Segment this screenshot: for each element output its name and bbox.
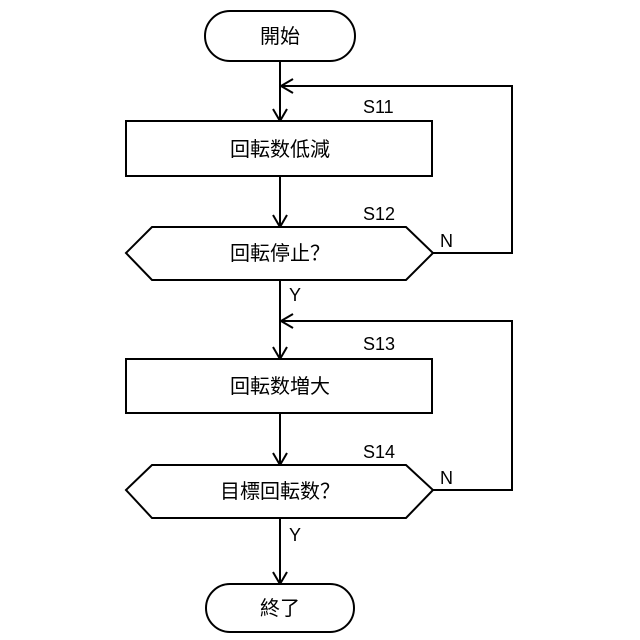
decision-s12-label: 回転停止？ (230, 241, 330, 265)
decision-s12-yes-label: Y (289, 285, 301, 305)
step-id-s11: S11 (363, 97, 394, 117)
end-label: 終了 (260, 596, 300, 620)
decision-s14-label: 目標回転数？ (220, 479, 340, 503)
step-id-s12: S12 (363, 204, 395, 224)
process-s11-label: 回転数低減 (230, 137, 330, 161)
step-id-s14: S14 (363, 442, 395, 462)
decision-s14-yes-label: Y (289, 525, 301, 545)
process-s13-label: 回転数増大 (230, 374, 330, 398)
start-label: 開始 (260, 24, 300, 48)
decision-s12-no-label: N (440, 231, 453, 251)
decision-s14-no-label: N (440, 468, 453, 488)
step-id-s13: S13 (363, 334, 395, 354)
